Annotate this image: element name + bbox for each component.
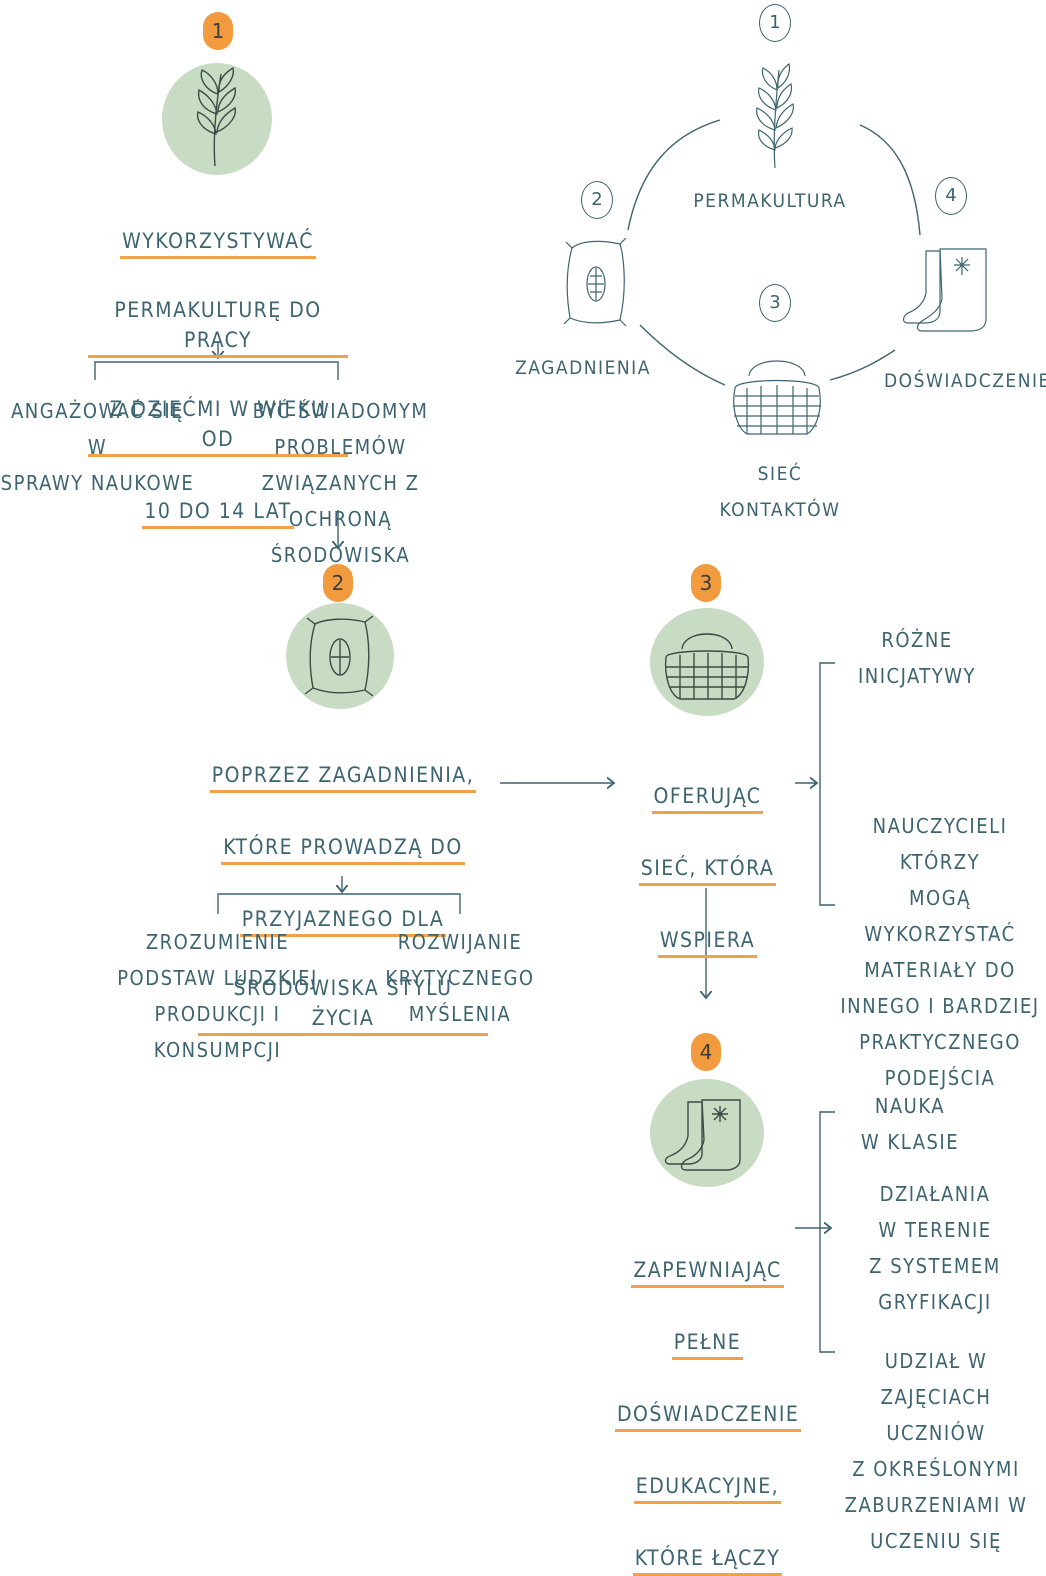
step1-branch-right: BYĆ ŚWIADOMYM PROBLEMÓW ZWIĄZANYCH Z OCH… — [252, 399, 429, 567]
step3-blob — [650, 608, 764, 716]
corn-sack-icon — [563, 238, 627, 327]
step-badge-4: 4 — [691, 1033, 721, 1071]
step3-line: WSPIERA — [657, 925, 758, 958]
leaf-icon — [196, 66, 237, 167]
step1-line: WYKORZYSTYWAĆ — [120, 226, 316, 259]
step3-line: OFERUJĄC — [651, 781, 764, 814]
cycle-number-3: 3 — [759, 284, 791, 322]
cycle-label-permakultura: PERMAKULTURA — [693, 190, 847, 212]
corn-sack-icon — [304, 615, 374, 697]
step2-line: KTÓRE PROWADZĄ DO — [221, 832, 465, 865]
step-badge-3: 3 — [691, 564, 721, 602]
step1-line: 10 DO 14 LAT — [142, 496, 294, 529]
step4-item-2: DZIAŁANIA W TERENIE Z SYSTEMEM GRYFIKACJ… — [869, 1182, 1001, 1314]
cycle-label-doswiadczenie-text: DOŚWIADCZENIE — [884, 370, 1046, 392]
step4-item-1: NAUKA W KLASIE — [860, 1094, 960, 1154]
step4-line: PEŁNE — [671, 1327, 744, 1360]
step4-item-3: UDZIAŁ W ZAJĘCIACH UCZNIÓW Z OKREŚLONYMI… — [844, 1349, 1028, 1553]
cycle-arc-3-4 — [829, 349, 896, 381]
cycle-label-zagadnienia: ZAGADNIENIA — [515, 357, 651, 379]
step-badge-2: 2 — [323, 564, 353, 602]
step1-line: Z DZIEĆMI W WIEKU OD — [88, 394, 348, 457]
boots-icon — [664, 1099, 741, 1171]
step3-item-1: RÓŻNE INICJATYWY — [857, 628, 977, 688]
cycle-arc-1-2 — [627, 119, 721, 231]
step1-heading: WYKORZYSTYWAĆ PERMAKULTURĘ DO PRACY Z DZ… — [88, 187, 348, 529]
step3-line: SIEĆ, KTÓRA — [638, 853, 777, 886]
step2-branch-left: ZROZUMIENIE PODSTAW LUDZKIEJ PRODUKCJI I… — [117, 930, 318, 1062]
step3-item-2: NAUCZYCIELI KTÓRZY MOGĄ WYKORZYSTAĆ MATE… — [840, 814, 1040, 1090]
step4-blob — [650, 1079, 764, 1187]
cycle-number-4: 4 — [935, 177, 967, 215]
step-badge-1: 1 — [203, 12, 233, 50]
step2-line: ŚRODOWISKA STYLU ŻYCIA — [198, 973, 488, 1036]
step4-line: KTÓRE ŁĄCZY — [632, 1543, 783, 1576]
basket-icon — [664, 633, 750, 700]
step4-line: EDUKACYJNE, — [633, 1471, 782, 1504]
connector-lines — [94, 119, 921, 1353]
step2-branch-right: ROZWIJANIE KRYTYCZNEGO MYŚLENIA — [385, 930, 535, 1026]
step1-blob — [162, 63, 272, 175]
step2-heading: POPRZEZ ZAGADNIENIA, KTÓRE PROWADZĄ DO P… — [198, 721, 488, 1036]
step1-line: PERMAKULTURĘ DO PRACY — [88, 295, 348, 358]
basket-icon — [733, 360, 821, 435]
step2-line: POPRZEZ ZAGADNIENIA, — [209, 760, 477, 793]
step2-line: PRZYJAZNEGO DLA — [239, 904, 447, 937]
cycle-label-siec: SIEĆ KONTAKTÓW — [719, 463, 841, 521]
step1-branch-left: ANGAŻOWAĆ SIĘ W SPRAWY NAUKOWE — [0, 399, 195, 495]
step4-line: DOŚWIADCZENIE — [615, 1399, 802, 1432]
cycle-number-2: 2 — [581, 181, 613, 219]
step4-heading: ZAPEWNIAJĄC PEŁNE DOŚWIADCZENIE EDUKACYJ… — [615, 1216, 802, 1576]
step2-blob — [286, 603, 394, 709]
step3-heading: OFERUJĄC SIEĆ, KTÓRA WSPIERA — [620, 742, 795, 958]
boots-icon — [902, 248, 987, 332]
cycle-arc-1-4 — [859, 124, 921, 236]
leaf-icon — [756, 62, 794, 169]
cycle-number-1: 1 — [759, 4, 791, 42]
step4-line: ZAPEWNIAJĄC — [631, 1255, 784, 1288]
cycle-arc-2-3 — [639, 324, 726, 386]
